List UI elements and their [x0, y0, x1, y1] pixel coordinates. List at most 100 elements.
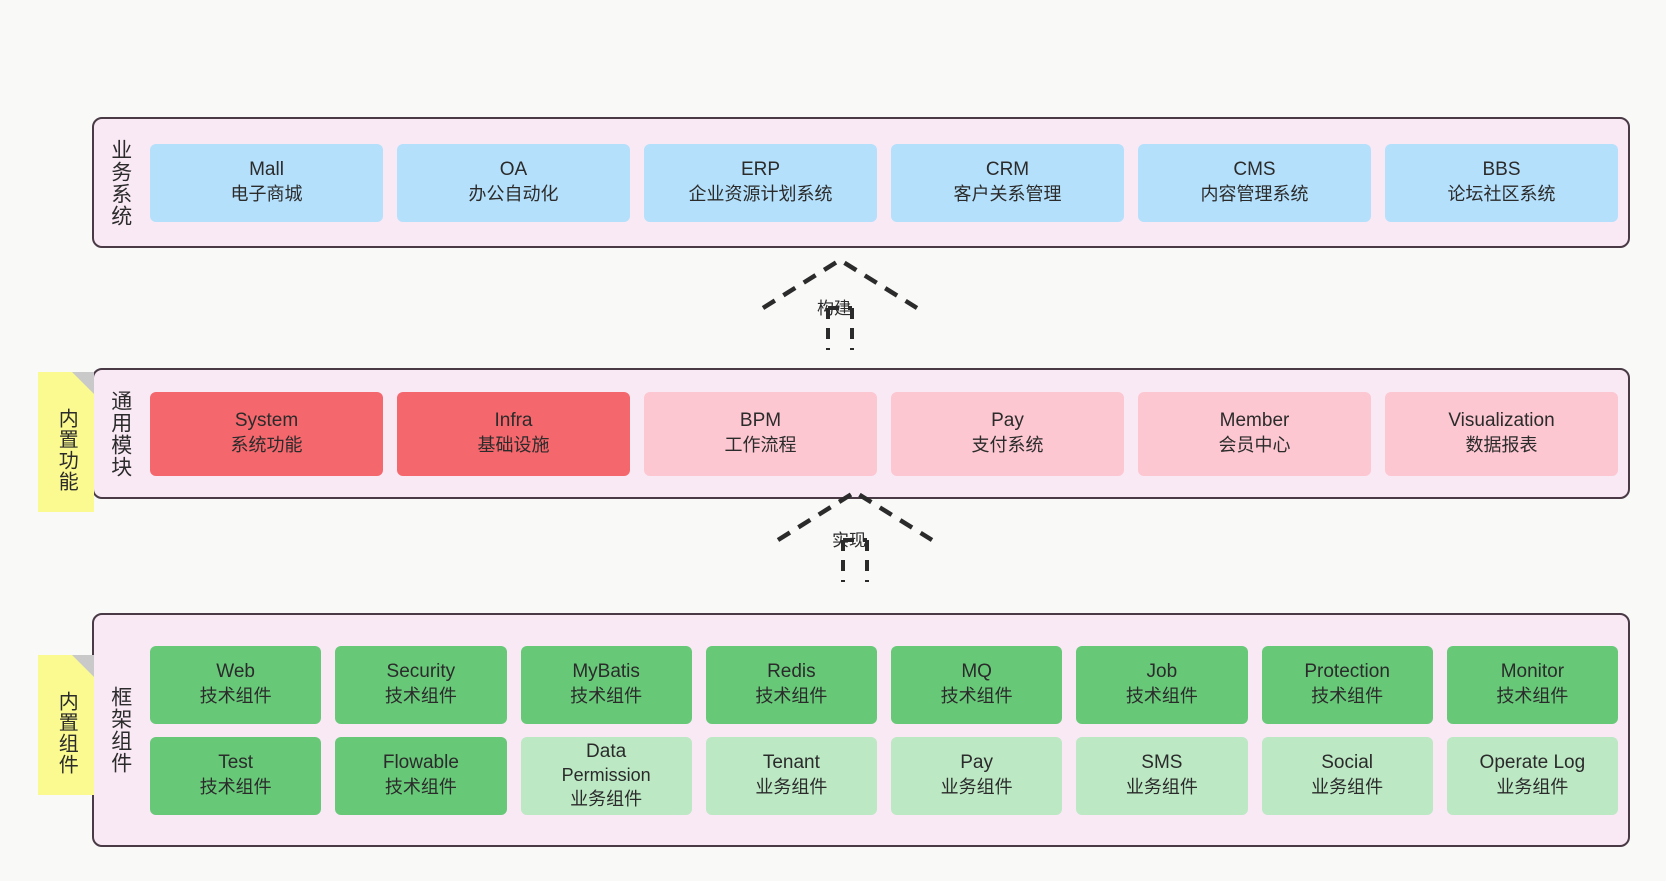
node-mall-name: Mall: [249, 159, 284, 181]
node-operate-log[interactable]: Operate Log 业务组件: [1446, 736, 1618, 815]
band-framework-components: 框架组件 Web 技术组件 Security 技术组件 MyBatis 技术组件…: [92, 613, 1630, 847]
node-test-name: Test: [218, 752, 254, 774]
node-member[interactable]: Member 会员中心: [1138, 391, 1371, 476]
node-pay-component[interactable]: Pay 业务组件: [891, 736, 1063, 815]
node-operate-log-sub: 业务组件: [1496, 777, 1569, 798]
node-tenant-name: Tenant: [762, 752, 820, 774]
node-test-sub: 技术组件: [199, 777, 272, 798]
sticky-note-builtin-features: 内置功能: [38, 372, 94, 512]
node-security-name: Security: [386, 661, 456, 683]
node-visualization-name: Visualization: [1448, 410, 1555, 432]
uml-arrow-implement-head: [776, 489, 934, 542]
node-sms-sub: 业务组件: [1125, 777, 1198, 798]
node-flowable-name: Flowable: [382, 752, 459, 774]
node-redis-name: Redis: [767, 661, 816, 683]
node-mybatis-sub: 技术组件: [570, 686, 643, 707]
node-member-sub: 会员中心: [1218, 435, 1291, 456]
node-system[interactable]: System 系统功能: [150, 391, 383, 476]
node-infra[interactable]: Infra 基础设施: [397, 391, 630, 476]
node-bbs[interactable]: BBS 论坛社区系统: [1385, 143, 1618, 222]
node-sms-name: SMS: [1141, 752, 1183, 774]
node-test[interactable]: Test 技术组件: [150, 736, 322, 815]
node-redis[interactable]: Redis 技术组件: [705, 645, 877, 724]
node-mybatis[interactable]: MyBatis 技术组件: [520, 645, 692, 724]
node-flowable-sub: 技术组件: [384, 777, 457, 798]
node-security[interactable]: Security 技术组件: [335, 645, 507, 724]
node-job-name: Job: [1146, 661, 1178, 683]
node-monitor[interactable]: Monitor 技术组件: [1446, 645, 1618, 724]
node-crm-name: CRM: [985, 159, 1030, 181]
node-security-sub: 技术组件: [384, 686, 457, 707]
node-social-name: Social: [1321, 752, 1373, 774]
band-business-systems-body: Mall 电子商城 OA 办公自动化 ERP 企业资源计划系统 CRM 客户关系…: [146, 119, 1628, 246]
node-data-permission-name2: Permission: [561, 765, 651, 786]
node-pay-module-name: Pay: [991, 410, 1024, 432]
node-system-name: System: [234, 410, 299, 432]
node-system-sub: 系统功能: [230, 435, 303, 456]
node-oa-sub: 办公自动化: [468, 184, 559, 205]
node-protection-sub: 技术组件: [1311, 686, 1384, 707]
node-social-sub: 业务组件: [1311, 777, 1384, 798]
node-infra-sub: 基础设施: [477, 435, 550, 456]
sticky-note-fold-icon-2: [72, 655, 94, 677]
node-crm-sub: 客户关系管理: [953, 184, 1062, 205]
node-web[interactable]: Web 技术组件: [150, 645, 322, 724]
node-mq[interactable]: MQ 技术组件: [891, 645, 1063, 724]
band-business-systems: 业务系统 Mall 电子商城 OA 办公自动化 ERP 企业资源计划系统 CRM…: [92, 117, 1630, 248]
node-visualization[interactable]: Visualization 数据报表: [1385, 391, 1618, 476]
node-job[interactable]: Job 技术组件: [1076, 645, 1248, 724]
node-mall[interactable]: Mall 电子商城: [150, 143, 383, 222]
node-social[interactable]: Social 业务组件: [1261, 736, 1433, 815]
node-tenant[interactable]: Tenant 业务组件: [705, 736, 877, 815]
sticky-note-builtin-features-text: 内置功能: [55, 408, 78, 492]
node-mq-sub: 技术组件: [940, 686, 1013, 707]
node-web-name: Web: [216, 661, 255, 683]
node-cms[interactable]: CMS 内容管理系统: [1138, 143, 1371, 222]
node-tenant-sub: 业务组件: [755, 777, 828, 798]
node-flowable[interactable]: Flowable 技术组件: [335, 736, 507, 815]
uml-arrow-build-label: 构建: [817, 299, 851, 318]
node-cms-name: CMS: [1233, 159, 1276, 181]
node-sms[interactable]: SMS 业务组件: [1076, 736, 1248, 815]
node-oa[interactable]: OA 办公自动化: [397, 143, 630, 222]
node-infra-name: Infra: [494, 410, 533, 432]
node-redis-sub: 技术组件: [755, 686, 828, 707]
band-common-modules-body: System 系统功能 Infra 基础设施 BPM 工作流程 Pay 支付系统…: [146, 370, 1628, 497]
node-bpm[interactable]: BPM 工作流程: [644, 391, 877, 476]
sticky-note-fold-icon: [72, 372, 94, 394]
node-data-permission-sub: 业务组件: [570, 788, 643, 809]
uml-arrow-implement: [770, 489, 934, 582]
node-erp-name: ERP: [740, 159, 781, 181]
node-pay-module[interactable]: Pay 支付系统: [891, 391, 1124, 476]
framework-tech-row: Web 技术组件 Security 技术组件 MyBatis 技术组件 Redi…: [150, 645, 1618, 724]
uml-arrow-build-head: [761, 257, 919, 310]
node-bpm-sub: 工作流程: [724, 435, 797, 456]
node-bbs-name: BBS: [1482, 159, 1521, 181]
band-common-modules: 通用模块 System 系统功能 Infra 基础设施 BPM 工作流程 Pay…: [92, 368, 1630, 499]
node-crm[interactable]: CRM 客户关系管理: [891, 143, 1124, 222]
framework-business-row: Test 技术组件 Flowable 技术组件 Data Permission …: [150, 736, 1618, 815]
node-bbs-sub: 论坛社区系统: [1447, 184, 1556, 205]
node-mall-sub: 电子商城: [230, 184, 303, 205]
node-erp[interactable]: ERP 企业资源计划系统: [644, 143, 877, 222]
sticky-note-builtin-components: 内置组件: [38, 655, 94, 795]
uml-arrow-build: [755, 257, 919, 350]
node-protection[interactable]: Protection 技术组件: [1261, 645, 1433, 724]
node-pay-module-sub: 支付系统: [971, 435, 1044, 456]
node-oa-name: OA: [499, 159, 528, 181]
node-bpm-name: BPM: [739, 410, 782, 432]
node-job-sub: 技术组件: [1125, 686, 1198, 707]
node-mybatis-name: MyBatis: [572, 661, 640, 683]
node-protection-name: Protection: [1304, 661, 1390, 683]
node-cms-sub: 内容管理系统: [1200, 184, 1309, 205]
node-mq-name: MQ: [961, 661, 992, 683]
band-framework-components-label: 框架组件: [108, 686, 132, 774]
node-web-sub: 技术组件: [199, 686, 272, 707]
node-monitor-name: Monitor: [1500, 661, 1565, 683]
node-data-permission[interactable]: Data Permission 业务组件: [520, 736, 692, 815]
band-framework-components-body: Web 技术组件 Security 技术组件 MyBatis 技术组件 Redi…: [146, 615, 1628, 845]
band-common-modules-label: 通用模块: [108, 389, 132, 478]
node-pay-component-name: Pay: [960, 752, 993, 774]
node-monitor-sub: 技术组件: [1496, 686, 1569, 707]
